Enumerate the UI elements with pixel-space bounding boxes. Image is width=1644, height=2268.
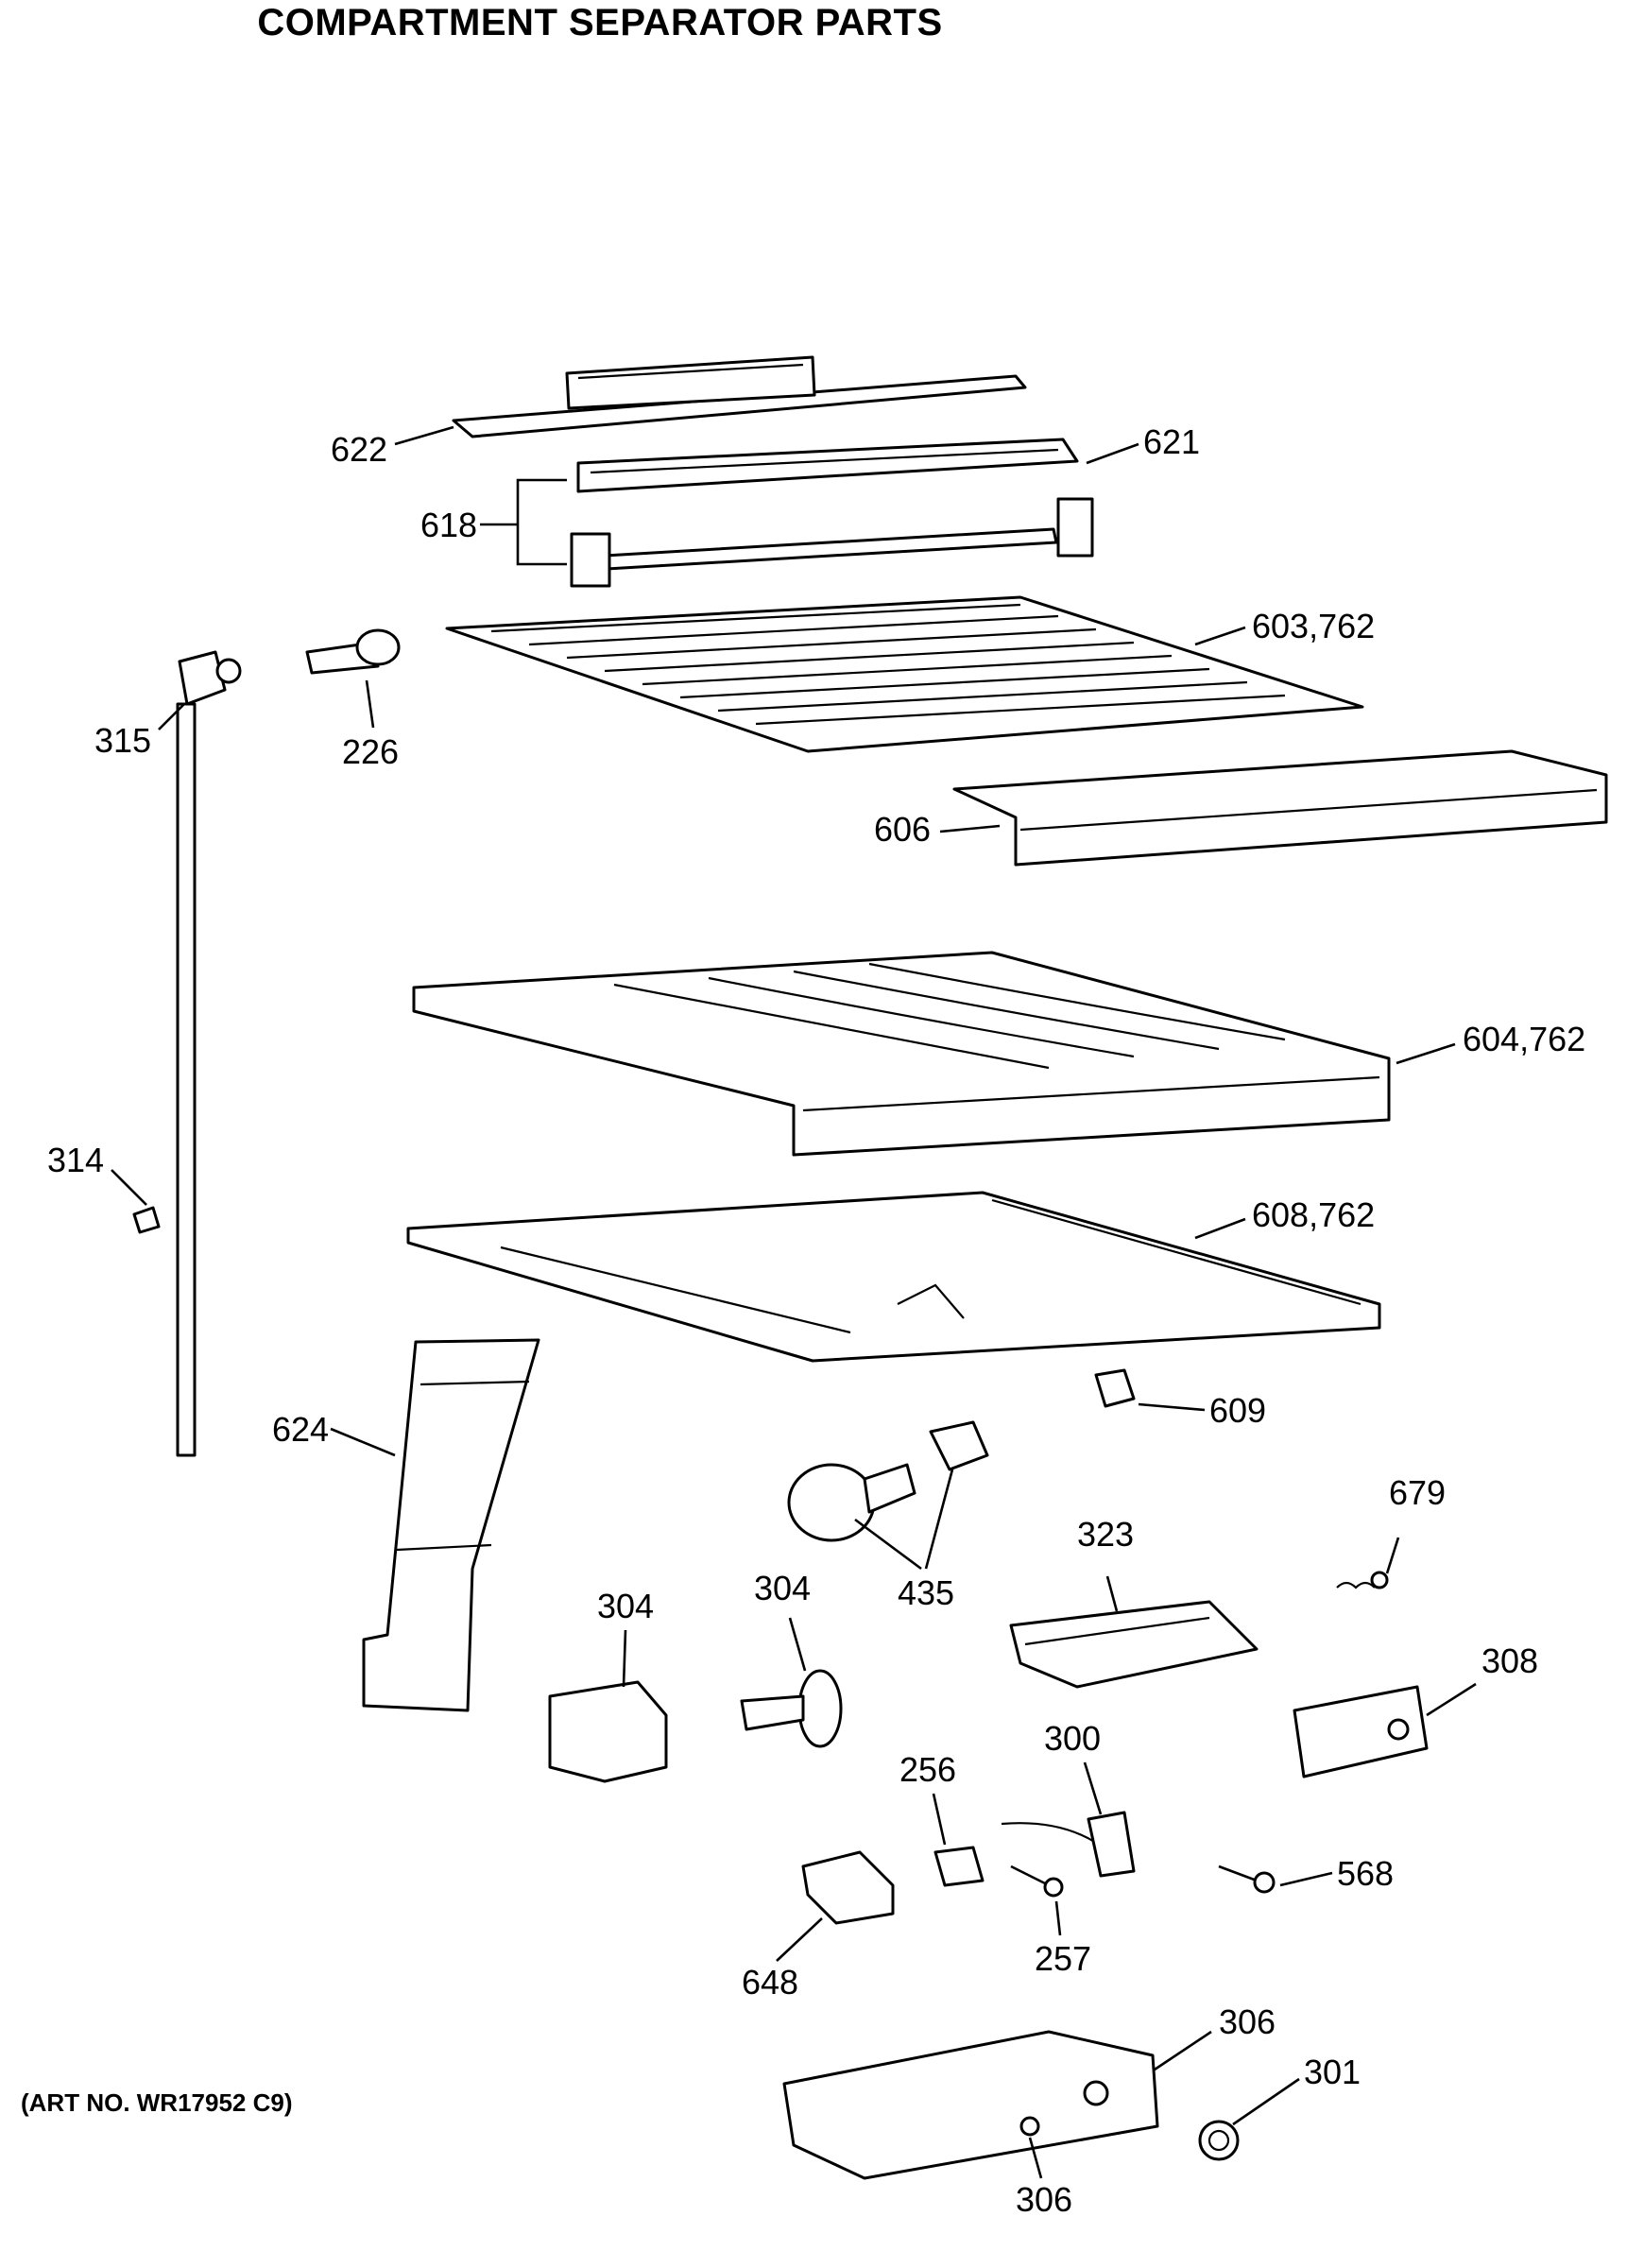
leader-304a	[622, 1629, 627, 1688]
callout-648: 648	[742, 1963, 798, 2002]
part-435-bulb	[787, 1463, 916, 1542]
part-621-rail	[576, 438, 1079, 493]
part-609-clip	[1094, 1368, 1136, 1408]
part-568-screw	[1218, 1864, 1276, 1894]
callout-labels: 622 621 618 603,762 315 226 606 604,762 …	[47, 422, 1585, 2219]
callout-226: 226	[342, 732, 399, 771]
callout-308: 308	[1481, 1641, 1538, 1680]
callout-257: 257	[1035, 1939, 1091, 1978]
callout-301: 301	[1304, 2053, 1361, 2091]
callout-621: 621	[1143, 422, 1200, 461]
part-257-screw	[1010, 1864, 1064, 1898]
part-301-knob	[1198, 2120, 1240, 2161]
leader-lines	[111, 425, 1477, 2179]
part-315-tube	[176, 650, 242, 1457]
part-622-cover	[452, 355, 1027, 438]
part-256-switch	[933, 1846, 985, 1887]
part-604-shelf-frame	[412, 951, 1391, 1157]
callout-679: 679	[1389, 1473, 1446, 1512]
callout-306-bottom: 306	[1016, 2180, 1072, 2219]
callout-568: 568	[1337, 1854, 1394, 1893]
leader-618	[480, 478, 567, 566]
leader-621	[1086, 442, 1139, 465]
leader-314	[111, 1169, 147, 1206]
callout-608-762: 608,762	[1252, 1195, 1375, 1234]
leader-256	[932, 1793, 947, 1846]
callout-323: 323	[1077, 1515, 1134, 1554]
leader-622	[394, 425, 454, 446]
callout-314: 314	[47, 1141, 104, 1179]
leader-306b	[1028, 2137, 1043, 2179]
leader-315	[158, 703, 185, 730]
callout-256: 256	[899, 1750, 956, 1789]
part-624-duct	[362, 1338, 540, 1712]
part-435-socket	[929, 1420, 989, 1471]
leader-606	[939, 824, 1001, 833]
leader-679	[1385, 1537, 1400, 1574]
leader-435	[854, 1469, 954, 1571]
leader-323	[1105, 1575, 1119, 1612]
callout-435: 435	[898, 1573, 954, 1612]
callout-622: 622	[331, 430, 387, 469]
callout-304-housing: 304	[597, 1587, 654, 1625]
part-323-bracket	[1009, 1600, 1259, 1689]
part-314-clip	[132, 1206, 161, 1234]
leader-608	[1194, 1217, 1246, 1240]
part-304-dial	[740, 1669, 843, 1748]
leader-304b	[788, 1617, 807, 1672]
callout-300: 300	[1044, 1719, 1101, 1758]
part-648-motor	[801, 1850, 895, 1925]
leader-568	[1279, 1871, 1333, 1887]
leader-306a	[1154, 2030, 1212, 2071]
part-608-pan	[406, 1191, 1381, 1363]
part-300-switch	[1001, 1811, 1136, 1878]
part-308-plate	[1293, 1685, 1429, 1778]
part-226-bushing	[305, 628, 401, 675]
callout-624: 624	[272, 1410, 329, 1449]
leader-603	[1194, 626, 1246, 646]
art-number: (ART NO. WR17952 C9)	[21, 2088, 293, 2117]
leader-226	[365, 679, 375, 729]
leader-308	[1426, 1682, 1477, 1717]
callout-609: 609	[1209, 1391, 1266, 1430]
leader-624	[330, 1427, 396, 1457]
part-679-screw	[1336, 1571, 1389, 1589]
leader-604	[1396, 1042, 1456, 1065]
leader-300	[1083, 1761, 1103, 1815]
callout-606: 606	[874, 810, 931, 849]
leader-648	[776, 1917, 823, 1962]
callout-603-762: 603,762	[1252, 607, 1375, 645]
part-603-glass-shelf	[445, 595, 1364, 753]
page-title: COMPARTMENT SEPARATOR PARTS	[257, 2, 943, 43]
leader-609	[1138, 1402, 1206, 1412]
part-606-trim	[952, 749, 1608, 867]
callout-304-dial: 304	[754, 1569, 811, 1607]
callout-604-762: 604,762	[1463, 1020, 1585, 1058]
callout-315: 315	[94, 721, 151, 760]
part-618-rod	[570, 497, 1094, 588]
callout-618: 618	[420, 506, 477, 544]
part-306-housing	[782, 2030, 1159, 2180]
part-304-housing	[548, 1680, 668, 1783]
leader-257	[1054, 1900, 1062, 1936]
callout-306-top: 306	[1219, 2002, 1276, 2041]
leader-301	[1232, 2077, 1300, 2126]
